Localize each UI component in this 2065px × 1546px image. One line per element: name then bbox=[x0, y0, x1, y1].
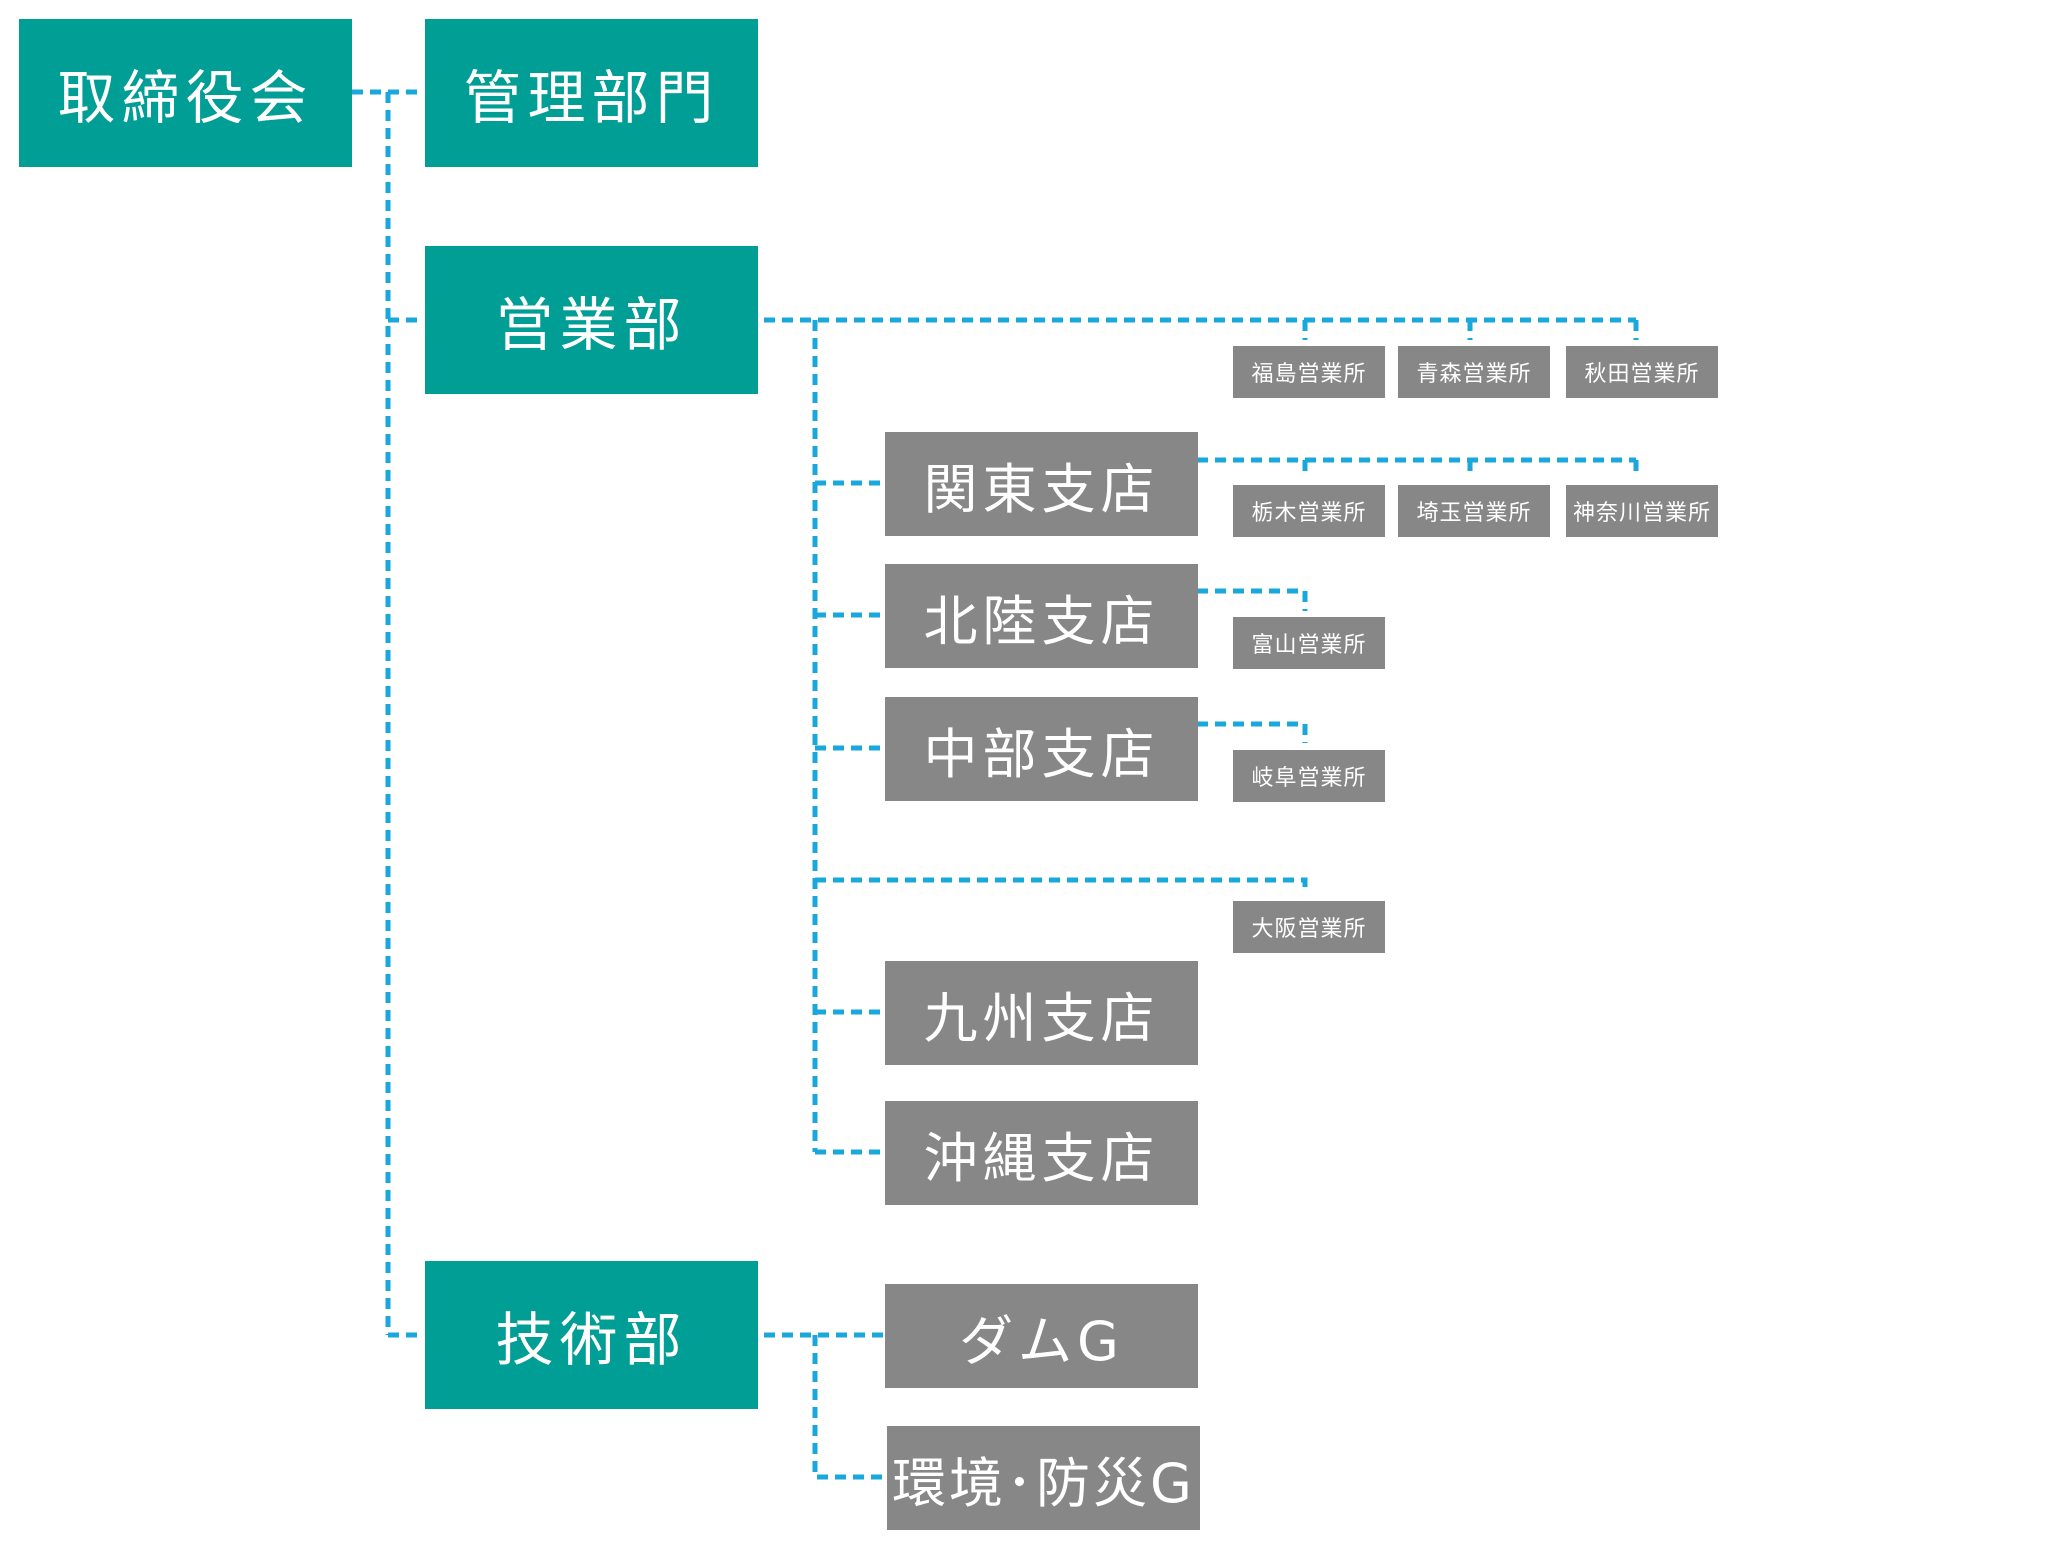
connector-group bbox=[352, 89, 1639, 1480]
node-board: 取締役会 bbox=[19, 19, 352, 167]
node-hokuriku: 北陸支店 bbox=[885, 564, 1198, 668]
office-osaka: 大阪営業所 bbox=[1233, 901, 1385, 953]
node-kanto: 関東支店 bbox=[885, 432, 1198, 536]
office-saitama: 埼玉営業所 bbox=[1398, 485, 1550, 537]
office-gifu: 岐阜営業所 bbox=[1233, 750, 1385, 802]
office-aomori: 青森営業所 bbox=[1398, 346, 1550, 398]
office-tochigi: 栃木営業所 bbox=[1233, 485, 1385, 537]
connector-chubu-gifu bbox=[1197, 721, 1308, 743]
connector-tech-branch bbox=[812, 1335, 885, 1480]
node-tech: 技術部 bbox=[425, 1261, 758, 1409]
office-fukushima: 福島営業所 bbox=[1233, 346, 1385, 398]
node-sales: 営業部 bbox=[425, 246, 758, 394]
node-chubu: 中部支店 bbox=[885, 697, 1198, 801]
office-akita: 秋田営業所 bbox=[1566, 346, 1718, 398]
node-okinawa: 沖縄支店 bbox=[885, 1101, 1198, 1205]
connector-to-osaka bbox=[815, 877, 1308, 894]
node-env: 環境･防災G bbox=[887, 1426, 1200, 1530]
node-dam: ダムG bbox=[885, 1284, 1198, 1388]
node-admin: 管理部門 bbox=[425, 19, 758, 167]
connector-hokuriku-toyama bbox=[1197, 588, 1308, 611]
office-toyama: 富山営業所 bbox=[1233, 617, 1385, 669]
office-kanagawa: 神奈川営業所 bbox=[1566, 485, 1718, 537]
node-kyushu: 九州支店 bbox=[885, 961, 1198, 1065]
